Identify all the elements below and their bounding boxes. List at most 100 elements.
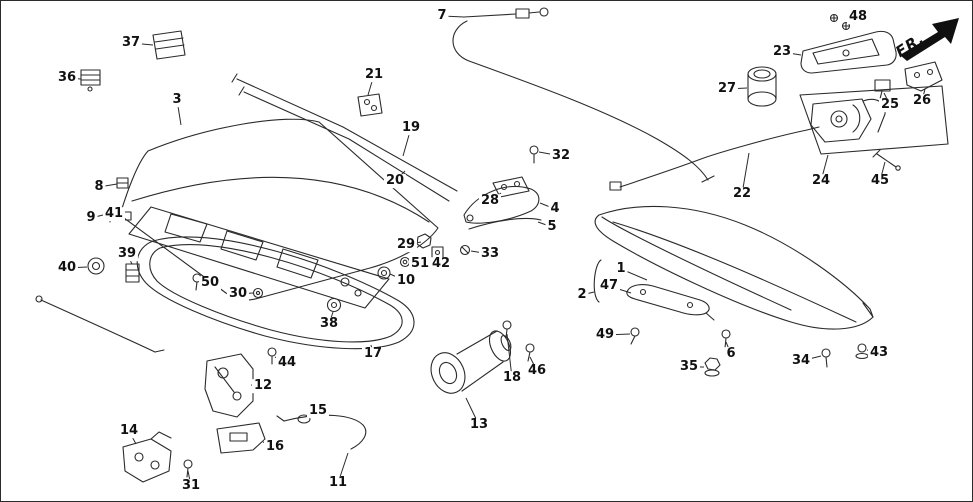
part-label-29: 29 xyxy=(394,237,418,253)
group-bracket-2 xyxy=(593,259,602,303)
part-label-46: 46 xyxy=(525,363,549,379)
part-label-13: 13 xyxy=(467,417,491,433)
part-label-18: 18 xyxy=(500,370,524,386)
part-43-bolt xyxy=(855,343,869,360)
part-26-bracket xyxy=(904,61,943,92)
part-label-41: 41 xyxy=(102,206,126,222)
part-label-34: 34 xyxy=(789,353,813,369)
part-29-nut xyxy=(416,233,432,249)
part-label-44: 44 xyxy=(275,355,299,371)
part-19-20-rods xyxy=(231,73,458,202)
part-label-14: 14 xyxy=(117,423,141,439)
part-label-31: 31 xyxy=(179,478,203,494)
part-label-21: 21 xyxy=(362,67,386,83)
part-label-26: 26 xyxy=(910,93,934,109)
part-label-25: 25 xyxy=(878,97,902,113)
part-15-washer xyxy=(297,414,311,424)
part-22-trunk-cable xyxy=(609,126,820,191)
part-27-lock-cylinder xyxy=(747,66,777,107)
part-label-2: 2 xyxy=(575,287,589,303)
leader-line-22 xyxy=(741,152,750,195)
part-label-10: 10 xyxy=(394,273,418,289)
part-47-spoiler-bracket xyxy=(626,284,715,321)
part-label-16: 16 xyxy=(263,439,287,455)
part-label-36: 36 xyxy=(55,70,79,86)
part-30-plug xyxy=(252,287,264,299)
part-label-23: 23 xyxy=(770,44,794,60)
part-31-screw xyxy=(183,459,193,478)
part-25-clip xyxy=(874,79,891,100)
part-45-screw xyxy=(872,149,901,171)
part-23-garnish xyxy=(800,30,897,74)
part-17-weatherstrip xyxy=(136,236,415,350)
part-label-17: 17 xyxy=(361,346,385,362)
part-label-33: 33 xyxy=(478,246,502,262)
part-46-bolt xyxy=(525,343,535,362)
part-8-cushion xyxy=(116,177,129,189)
part-label-1: 1 xyxy=(614,261,628,277)
part-35-nut xyxy=(704,357,721,377)
part-label-30: 30 xyxy=(226,286,250,302)
part-label-15: 15 xyxy=(306,403,330,419)
part-label-12: 12 xyxy=(251,378,275,394)
part-18-bolt xyxy=(502,320,512,339)
part-38-grommet xyxy=(326,297,342,313)
part-label-35: 35 xyxy=(677,359,701,375)
part-10-grommet xyxy=(377,266,391,280)
fr-arrow-icon xyxy=(900,18,959,61)
part-1-spoiler xyxy=(594,205,874,330)
part-label-22: 22 xyxy=(730,186,754,202)
part-label-40: 40 xyxy=(55,260,79,276)
part-label-24: 24 xyxy=(809,173,833,189)
part-40-grommet xyxy=(87,257,105,275)
part-36-clip xyxy=(80,69,101,92)
part-7-opener-cable xyxy=(452,7,715,183)
part-14-hinge xyxy=(122,431,172,483)
part-label-38: 38 xyxy=(317,316,341,332)
part-label-11: 11 xyxy=(326,475,350,491)
part-label-27: 27 xyxy=(715,81,739,97)
part-label-37: 37 xyxy=(119,35,143,51)
part-label-20: 20 xyxy=(383,173,407,189)
part-label-5: 5 xyxy=(545,219,559,235)
part-32-bolt xyxy=(529,145,539,164)
part-4-5-hinge-arm xyxy=(463,185,542,230)
part-label-32: 32 xyxy=(549,148,573,164)
part-21-clip xyxy=(357,93,383,117)
part-label-7: 7 xyxy=(435,8,449,24)
part-12-latch xyxy=(204,353,254,418)
part-label-3: 3 xyxy=(170,92,184,108)
part-label-45: 45 xyxy=(868,173,892,189)
part-label-42: 42 xyxy=(429,256,453,272)
part-48-screws xyxy=(829,13,851,31)
part-33-bolt xyxy=(459,244,471,256)
part-6-bolt xyxy=(721,329,731,349)
part-28-bracket xyxy=(492,176,530,198)
left-release-cable xyxy=(35,295,165,353)
part-label-19: 19 xyxy=(399,120,423,136)
part-label-47: 47 xyxy=(597,278,621,294)
part-label-43: 43 xyxy=(867,345,891,361)
part-3-trunk-lid xyxy=(119,118,439,309)
part-44-clip xyxy=(267,347,277,365)
part-label-49: 49 xyxy=(593,327,617,343)
part-label-48: 48 xyxy=(846,9,870,25)
part-label-51: 51 xyxy=(408,256,432,272)
part-34-bolt xyxy=(821,348,831,368)
part-label-50: 50 xyxy=(198,275,222,291)
leader-line-18 xyxy=(506,333,513,379)
part-13-lock-cylinder xyxy=(430,330,512,394)
part-37-clip xyxy=(152,30,186,60)
part-39-clip xyxy=(125,263,140,283)
part-49-clip xyxy=(630,327,640,345)
part-label-28: 28 xyxy=(478,193,502,209)
part-24-latch-assembly xyxy=(799,85,949,155)
part-label-8: 8 xyxy=(92,179,106,195)
part-label-6: 6 xyxy=(724,346,738,362)
part-label-4: 4 xyxy=(548,201,562,217)
part-label-39: 39 xyxy=(115,246,139,262)
part-11-rod xyxy=(276,414,367,450)
part-16-striker xyxy=(216,422,266,454)
